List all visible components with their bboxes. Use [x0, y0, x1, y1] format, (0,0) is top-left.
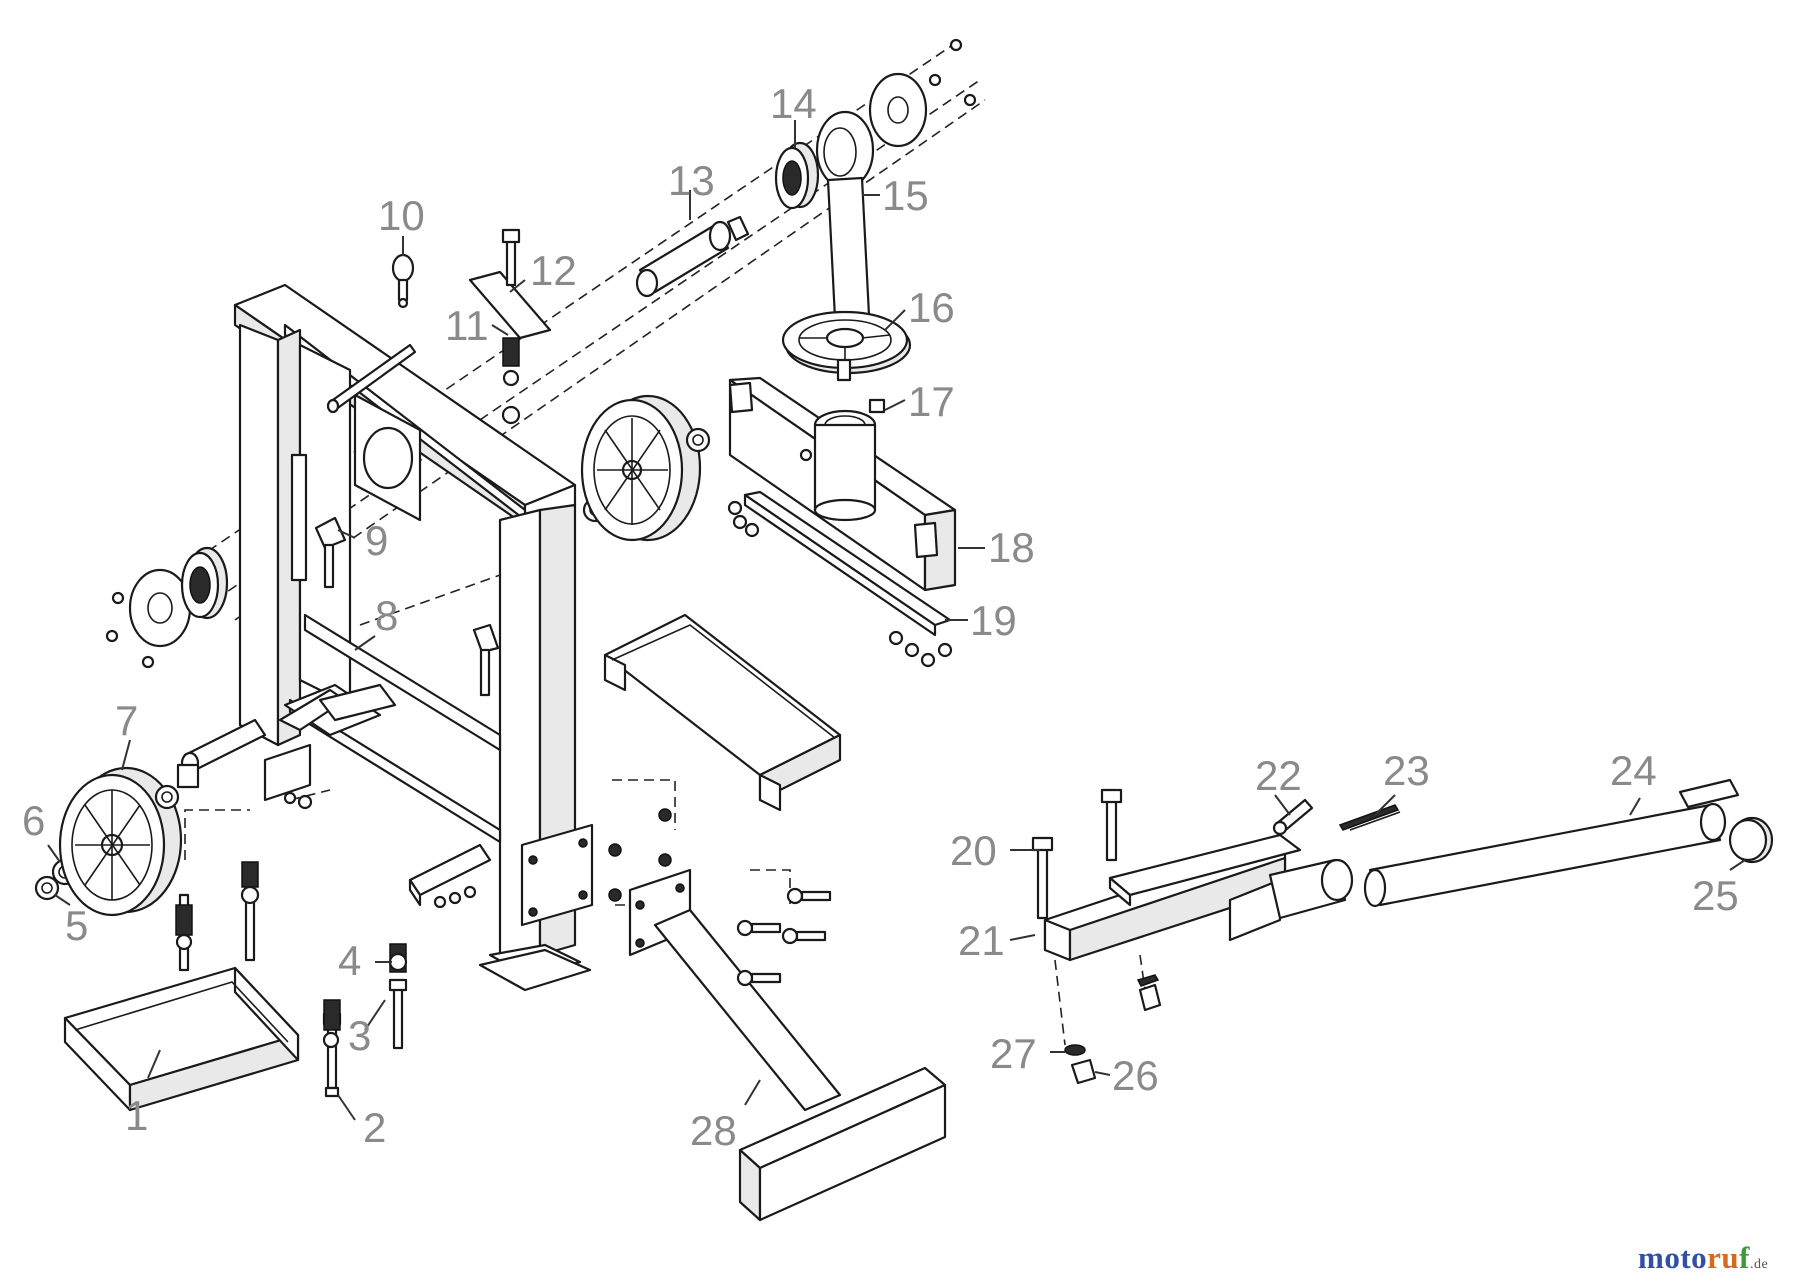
label-6: 6: [22, 797, 45, 844]
label-8: 8: [375, 592, 398, 639]
brand-part-3: f: [1739, 1240, 1750, 1275]
label-20: 20: [950, 827, 997, 874]
label-25: 25: [1692, 872, 1739, 919]
label-11: 11: [445, 302, 489, 349]
label-4: 4: [338, 937, 361, 984]
part-18-carriage: [727, 376, 957, 668]
label-5: 5: [65, 902, 88, 949]
label-9: 9: [365, 517, 388, 564]
label-2: 2: [363, 1104, 386, 1151]
part-9-bracket: [314, 516, 500, 697]
part-13-shaft: [635, 215, 750, 298]
label-23: 23: [1383, 747, 1430, 794]
label-3: 3: [348, 1012, 371, 1059]
label-16: 16: [908, 284, 955, 331]
label-1: 1: [125, 1092, 148, 1139]
label-24: 24: [1610, 747, 1657, 794]
label-17: 17: [908, 378, 955, 425]
label-7: 7: [115, 697, 138, 744]
label-28: 28: [690, 1107, 737, 1154]
handle-assembly: [1031, 778, 1774, 1085]
label-26: 26: [1112, 1052, 1159, 1099]
brand-part-2: ru: [1707, 1240, 1740, 1275]
part-14-bearing: [774, 141, 820, 210]
part-15-housing: [815, 110, 875, 343]
part-16-handwheel: [781, 310, 912, 382]
label-21: 21: [958, 917, 1005, 964]
wheel-middle: [580, 394, 711, 542]
brand-suffix: .de: [1749, 1257, 1769, 1272]
label-14: 14: [770, 80, 817, 127]
cover-middle: [603, 613, 842, 812]
bolts-and-springs: [175, 861, 408, 1098]
axle-shaft: [176, 718, 267, 789]
brand-part-1: moto: [1638, 1240, 1708, 1275]
label-22: 22: [1255, 752, 1302, 799]
label-27: 27: [990, 1030, 1037, 1077]
leader-lines: [47, 120, 1746, 1121]
right-cover-screws: [868, 38, 977, 148]
main-frame: [233, 283, 594, 992]
part-10-eyebolt: [391, 253, 415, 309]
label-13: 13: [668, 157, 715, 204]
part-28-stand: [608, 808, 947, 1222]
label-19: 19: [970, 597, 1017, 644]
label-10: 10: [378, 192, 425, 239]
part-1-cover: [63, 966, 300, 1112]
label-12: 12: [530, 247, 577, 294]
part-7-wheel-left: [34, 766, 183, 917]
left-bearing-cover: [105, 546, 229, 669]
label-18: 18: [988, 524, 1035, 571]
part-11-12-fasteners: [326, 228, 552, 425]
part-number-labels: 1 2 3 4 5 6 7 8 9 10 11 12 13 14 15 16 1…: [22, 80, 1739, 1154]
label-15: 15: [882, 172, 929, 219]
motoruf-watermark: motoruf.de: [1638, 1240, 1768, 1276]
small-fasteners-bottom: [283, 791, 477, 909]
